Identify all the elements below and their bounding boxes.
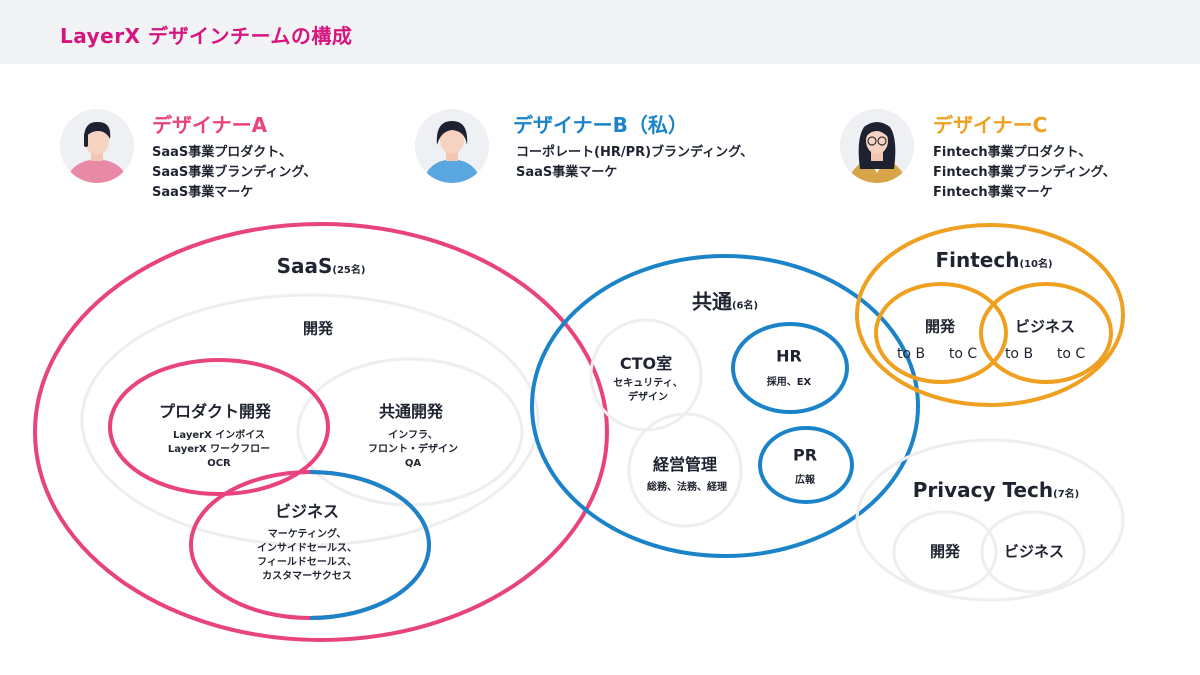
saas-title-text: SaaS bbox=[276, 254, 333, 278]
saas-business-line: カスタマーサクセス bbox=[262, 571, 352, 582]
designer-c-description: Fintech事業プロダクト、 Fintech事業ブランディング、 Fintec… bbox=[933, 143, 1116, 203]
common-group-title: 共通(6名) bbox=[692, 286, 758, 315]
designer-a-name: デザイナーA bbox=[152, 113, 268, 137]
saas-business-line: インサイドセールス、 bbox=[257, 543, 357, 554]
fintech-business-outline bbox=[979, 282, 1113, 384]
header-bar: LayerX デザインチームの構成 bbox=[0, 0, 1200, 64]
pr-outline bbox=[758, 426, 854, 504]
product-dev-details: LayerX インボイス LayerX ワークフロー OCR bbox=[168, 429, 270, 471]
pr-details: 広報 bbox=[795, 474, 815, 488]
fintech-business-to-c: to C bbox=[1056, 346, 1086, 362]
cto-office-title: CTO室 bbox=[619, 354, 673, 373]
saas-business-line: マーケティング、 bbox=[267, 529, 347, 540]
designer-a-desc-line: SaaS事業ブランディング、 bbox=[152, 165, 317, 180]
designer-b-desc-line: コーポレート(HR/PR)ブランディング、 bbox=[516, 145, 754, 160]
cto-office-line: セキュリティ、 bbox=[613, 378, 683, 389]
person-pink-icon bbox=[60, 109, 134, 183]
hr-details: 採用、EX bbox=[767, 376, 812, 390]
page-title: LayerX デザインチームの構成 bbox=[60, 24, 353, 48]
management-details: 総務、法務、経理 bbox=[647, 481, 727, 495]
designer-b-desc-line: SaaS事業マーケ bbox=[516, 165, 618, 180]
fintech-group-outline bbox=[855, 223, 1125, 407]
fintech-count: (10名) bbox=[1019, 259, 1053, 270]
common-title-text: 共通 bbox=[691, 289, 732, 314]
designer-a-description: SaaS事業プロダクト、 SaaS事業ブランディング、 SaaS事業マーケ bbox=[152, 143, 316, 203]
designer-c-desc-line: Fintech事業プロダクト、 bbox=[933, 145, 1092, 160]
fintech-dev-to-b: to B bbox=[896, 346, 926, 362]
fintech-dev-outline bbox=[874, 282, 1008, 384]
designer-c-desc-line: Fintech事業マーケ bbox=[933, 185, 1053, 200]
saas-product-dev-outline bbox=[108, 358, 330, 496]
saas-group-outline bbox=[33, 222, 609, 642]
privacy-count: (7名) bbox=[1053, 489, 1080, 500]
saas-business-details: マーケティング、 インサイドセールス、 フィールドセールス、 カスタマーサクセス bbox=[257, 528, 357, 584]
product-dev-line: LayerX ワークフロー bbox=[167, 444, 271, 455]
designer-b-name: デザイナーB（私） bbox=[513, 113, 688, 137]
fintech-business-to-b: to B bbox=[1004, 346, 1034, 362]
person-blue-icon bbox=[415, 109, 489, 183]
common-dev-line: インフラ、 bbox=[388, 430, 438, 441]
management-title: 経営管理 bbox=[652, 455, 718, 474]
saas-count: (25名) bbox=[332, 265, 366, 276]
fintech-business-title: ビジネス bbox=[1014, 317, 1076, 336]
saas-group-title: SaaS(25名) bbox=[277, 254, 366, 278]
fintech-dev-title: 開発 bbox=[924, 317, 956, 336]
cto-office-line: デザイン bbox=[628, 392, 668, 403]
management-line: 総務、法務、経理 bbox=[647, 482, 727, 493]
fintech-title-text: Fintech bbox=[935, 248, 1020, 272]
fintech-group-title: Fintech(10名) bbox=[935, 248, 1052, 272]
privacy-business-outline bbox=[980, 510, 1086, 594]
designer-a-desc-line: SaaS事業プロダクト、 bbox=[152, 145, 293, 160]
hr-line: 採用、EX bbox=[766, 377, 812, 388]
product-dev-title: プロダクト開発 bbox=[158, 402, 272, 421]
saas-dev-label: 開発 bbox=[302, 319, 334, 338]
product-dev-line: LayerX インボイス bbox=[173, 430, 265, 441]
saas-business-title: ビジネス bbox=[274, 502, 340, 521]
person-glasses-icon bbox=[840, 109, 914, 183]
management-outline bbox=[627, 412, 743, 528]
privacy-group-outline bbox=[855, 438, 1125, 602]
fintech-dev-to-c: to C bbox=[948, 346, 978, 362]
saas-business-line: フィールドセールス、 bbox=[257, 557, 357, 568]
designer-a-desc-line: SaaS事業マーケ bbox=[152, 185, 254, 200]
cto-office-details: セキュリティ、 デザイン bbox=[613, 377, 682, 405]
hr-title: HR bbox=[776, 346, 802, 366]
common-count: (6名) bbox=[731, 300, 759, 312]
privacy-dev-title: 開発 bbox=[929, 542, 961, 561]
product-dev-line: OCR bbox=[207, 458, 231, 469]
common-dev-line: QA bbox=[404, 458, 422, 469]
pr-title: PR bbox=[792, 445, 818, 465]
designer-c-name: デザイナーC bbox=[933, 113, 1048, 137]
common-group-outline bbox=[530, 254, 920, 558]
common-dev-details: インフラ、 フロント・デザイン QA bbox=[368, 429, 458, 471]
privacy-group-title: Privacy Tech(7名) bbox=[913, 478, 1080, 502]
pr-line: 広報 bbox=[795, 475, 815, 486]
privacy-business-title: ビジネス bbox=[1003, 542, 1065, 561]
saas-business-shared-arc bbox=[310, 470, 431, 620]
privacy-title-text: Privacy Tech bbox=[912, 478, 1054, 502]
designer-c-desc-line: Fintech事業ブランディング、 bbox=[933, 165, 1116, 180]
common-dev-title: 共通開発 bbox=[378, 402, 444, 421]
privacy-dev-outline bbox=[892, 510, 998, 594]
hr-outline bbox=[731, 322, 849, 414]
designer-b-description: コーポレート(HR/PR)ブランディング、 SaaS事業マーケ bbox=[516, 143, 753, 183]
saas-dev-outline bbox=[80, 293, 540, 547]
common-dev-line: フロント・デザイン bbox=[368, 444, 458, 455]
